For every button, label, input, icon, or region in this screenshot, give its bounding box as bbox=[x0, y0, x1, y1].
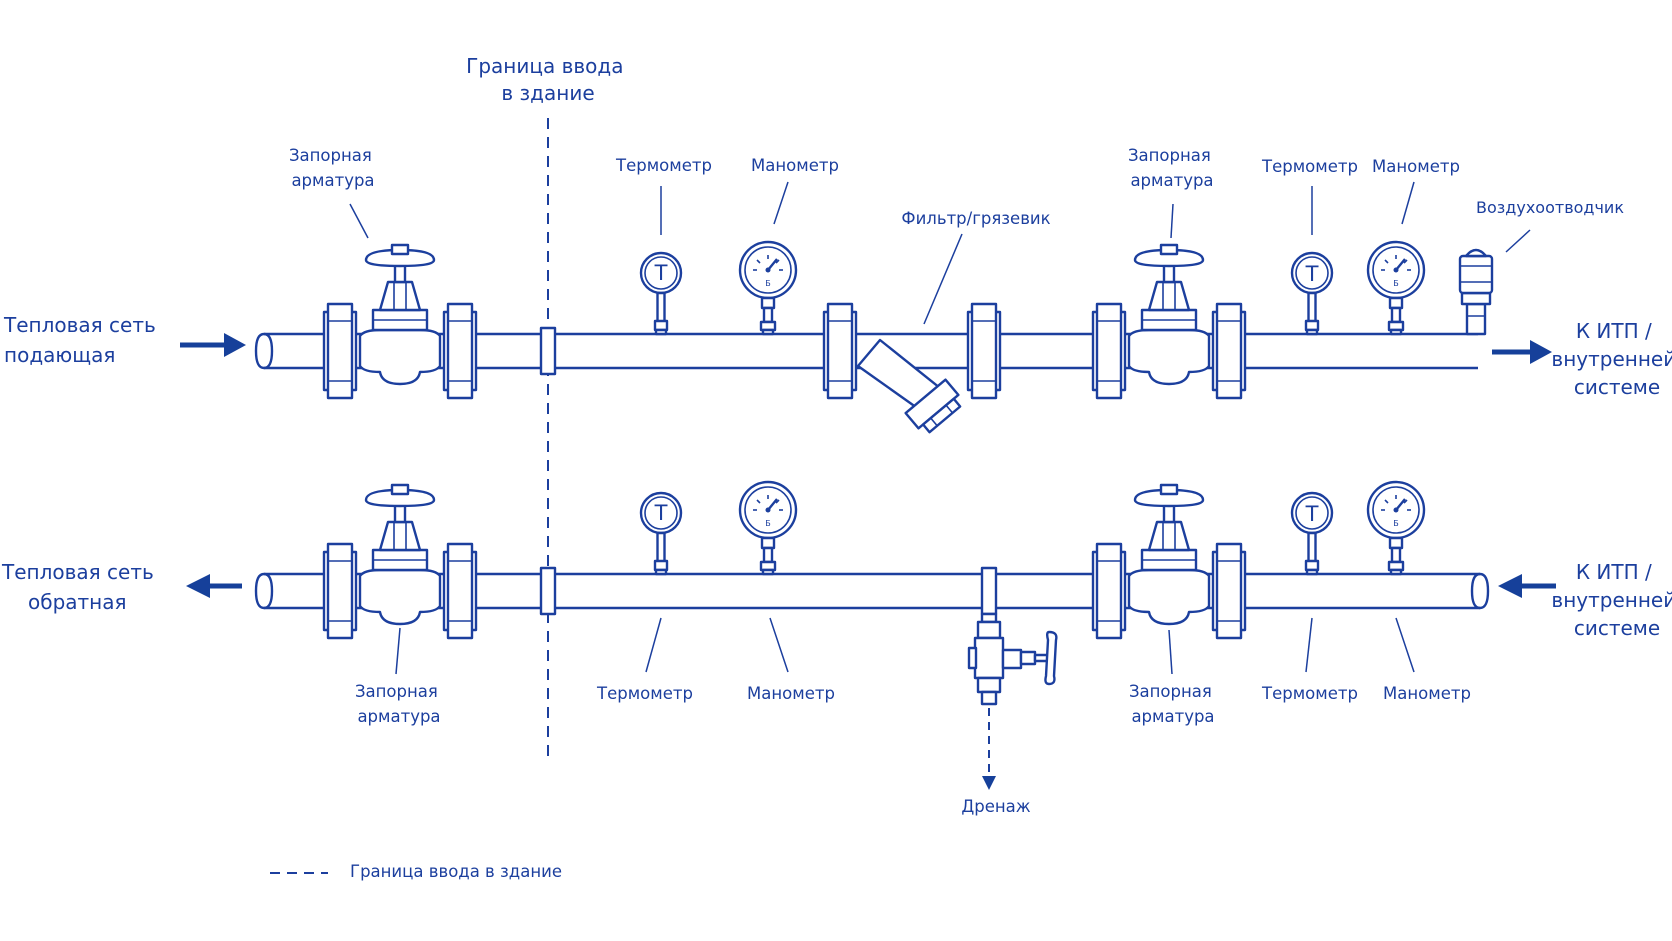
svg-text:T: T bbox=[654, 501, 668, 525]
supply-manometer-2-label: Манометр bbox=[1372, 157, 1460, 176]
legend-label: Граница ввода в здание bbox=[350, 862, 562, 881]
return-destination-label: К ИТП / внутренней системе bbox=[1551, 560, 1672, 640]
air-vent bbox=[1458, 248, 1494, 336]
supply-shutoff-valve-1 bbox=[322, 243, 478, 400]
drain-arrow bbox=[982, 708, 996, 790]
return-thermometer-2-label: Термометр bbox=[1261, 684, 1358, 703]
return-thermometer-1-label: Термометр bbox=[596, 684, 693, 703]
return-manometer-2-label: Манометр bbox=[1383, 684, 1471, 703]
supply-manometer-2: Б bbox=[1366, 240, 1426, 336]
supply-manometer-1: Б bbox=[738, 240, 798, 336]
supply-filter bbox=[822, 302, 1002, 434]
return-leader-lines bbox=[395, 617, 1415, 675]
return-valve-1-label: Запорная арматура bbox=[355, 682, 443, 726]
return-manometer-1: Б bbox=[738, 480, 798, 576]
supply-thermometer-2: T bbox=[1290, 251, 1334, 336]
return-thermometer-1: T bbox=[639, 491, 683, 576]
drain-label: Дренаж bbox=[961, 797, 1030, 816]
filter-label: Фильтр/грязевик bbox=[901, 209, 1050, 228]
return-shutoff-valve-1 bbox=[322, 483, 478, 640]
svg-text:T: T bbox=[1305, 262, 1319, 286]
return-boundary-coupling bbox=[539, 566, 557, 616]
supply-inflow-arrow bbox=[180, 333, 246, 357]
svg-text:Б: Б bbox=[765, 519, 771, 528]
supply-boundary-coupling bbox=[539, 326, 557, 376]
supply-thermometer-1: T bbox=[639, 251, 683, 336]
return-inflow-arrow bbox=[1498, 574, 1556, 598]
supply-destination-label: К ИТП / внутренней системе bbox=[1551, 319, 1672, 399]
supply-shutoff-valve-2 bbox=[1091, 243, 1247, 400]
return-valve-2-label: Запорная арматура bbox=[1129, 682, 1217, 726]
supply-valve-1-label: Запорная арматура bbox=[289, 146, 377, 190]
return-manometer-1-label: Манометр bbox=[747, 684, 835, 703]
legend: Граница ввода в здание bbox=[270, 862, 562, 881]
supply-source-label-1: Тепловая сеть bbox=[3, 313, 156, 337]
return-outflow-arrow bbox=[186, 574, 242, 598]
return-manometer-2: Б bbox=[1366, 480, 1426, 576]
svg-text:Б: Б bbox=[1393, 279, 1399, 288]
svg-text:T: T bbox=[654, 261, 668, 285]
svg-text:Б: Б bbox=[765, 279, 771, 288]
supply-source-label-2: подающая bbox=[4, 343, 115, 367]
supply-leader-lines bbox=[349, 181, 1531, 325]
return-shutoff-valve-2 bbox=[1091, 483, 1247, 640]
return-source-label-2: обратная bbox=[28, 590, 127, 614]
return-thermometer-2: T bbox=[1290, 491, 1334, 576]
supply-manometer-1-label: Манометр bbox=[751, 156, 839, 175]
svg-text:T: T bbox=[1305, 502, 1319, 526]
supply-outflow-arrow bbox=[1492, 340, 1552, 364]
drain-valve bbox=[967, 566, 1058, 706]
boundary-label: Граница ввода в здание bbox=[466, 54, 630, 105]
supply-valve-2-label: Запорная арматура bbox=[1128, 146, 1216, 190]
supply-thermometer-2-label: Термометр bbox=[1261, 157, 1358, 176]
svg-text:Б: Б bbox=[1393, 519, 1399, 528]
return-source-label-1: Тепловая сеть bbox=[1, 560, 154, 584]
air-vent-label: Воздухоотводчик bbox=[1476, 198, 1624, 217]
supply-thermometer-1-label: Термометр bbox=[615, 156, 712, 175]
